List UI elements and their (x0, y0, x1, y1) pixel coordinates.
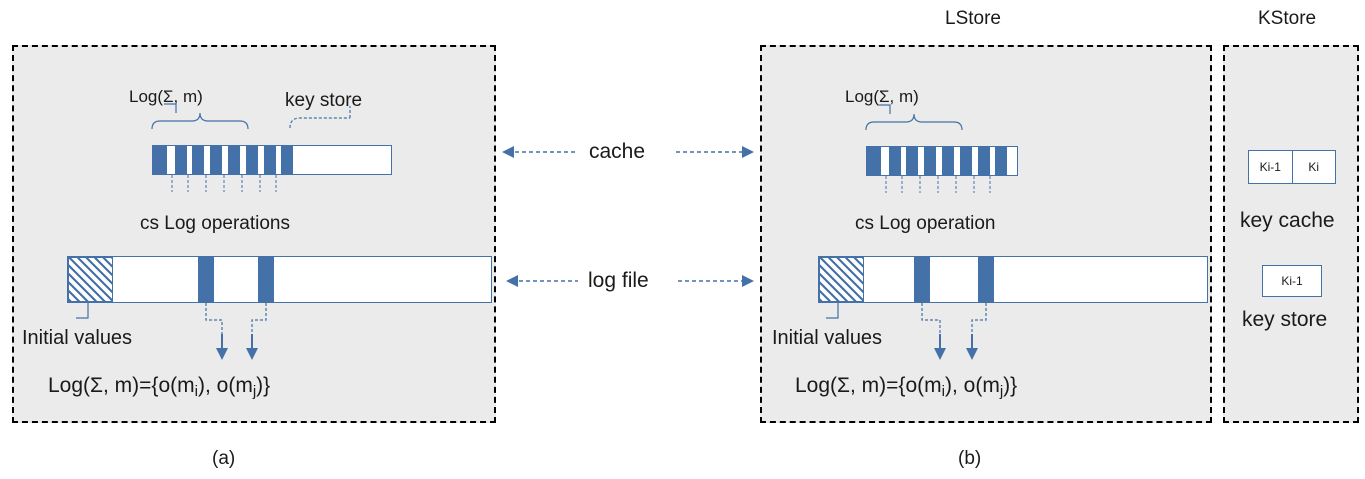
kstore-key-cache-cell-right: Ki (1308, 160, 1320, 174)
panel-b (760, 45, 1212, 423)
panel-b-formula-suffix: )} (1003, 374, 1018, 397)
kstore-key-store-label: key store (1242, 308, 1328, 331)
panel-a-log-op-block (258, 257, 274, 302)
connector-cache-label: cache (589, 140, 646, 163)
panel-a-logfile-bar (67, 256, 492, 303)
panel-b-initial-values-label: Initial values (772, 327, 883, 349)
lstore-title: LStore (945, 8, 1001, 29)
panel-a-cache-block (228, 146, 240, 174)
panel-b-cs-label: cs Log operation (855, 213, 996, 234)
panel-a (12, 45, 496, 423)
panel-b-log-op-block (978, 257, 994, 302)
panel-a-top-braces (151, 103, 351, 192)
panel-b-cache-block (942, 147, 954, 175)
panel-a-log-op-block (198, 257, 214, 302)
panel-b-formula-mid: ), o(m (944, 374, 1000, 397)
panel-b-formula-prefix: Log(Σ, m)={o(m (795, 374, 942, 397)
panel-a-formula-mid: ), o(m (197, 374, 253, 397)
panel-a-cs-label: cs Log operations (140, 213, 290, 234)
panel-a-initial-values-label: Initial values (22, 327, 133, 349)
kstore-key-cache-box: Ki-1 Ki (1248, 150, 1336, 184)
kstore-key-cache-divider (1291, 151, 1293, 183)
panel-b-cache-block (995, 147, 1007, 175)
panel-a-bottom-leaders (76, 303, 267, 360)
panel-b-cache-block (924, 147, 936, 175)
panel-a-log-label: Log(Σ, m) (129, 87, 203, 106)
kstore-panel (1223, 45, 1359, 423)
kstore-key-cache-label: key cache (1240, 209, 1335, 232)
panel-a-cache-block (210, 146, 222, 174)
panel-a-initial-values-block (68, 257, 113, 302)
connector-logfile-label: log file (588, 269, 649, 292)
kstore-key-store-box: Ki-1 (1262, 265, 1322, 297)
panel-b-log-label: Log(Σ, m) (845, 87, 919, 106)
kstore-key-store-cell: Ki-1 (1281, 274, 1303, 288)
panel-b-cache-block (867, 147, 881, 175)
caption-b: (b) (958, 448, 982, 469)
panel-b-cache-block (906, 147, 918, 175)
panel-b-logfile-bar (818, 256, 1208, 303)
panel-b-top-braces (865, 104, 991, 193)
panel-a-formula: Log(Σ, m)={o(mi), o(mj)} (48, 374, 270, 400)
panel-b-formula-sub1: i (941, 382, 945, 400)
panel-a-cache-block (175, 146, 187, 174)
kstore-title: KStore (1258, 8, 1317, 29)
kstore-key-cache-cell-left: Ki-1 (1259, 160, 1281, 174)
panel-a-key-store-label: key store (285, 90, 363, 111)
panel-a-formula-sub2: j (252, 382, 257, 400)
panel-a-cache-block (192, 146, 204, 174)
panel-a-cache-block (264, 146, 276, 174)
panel-b-formula-sub2: j (999, 382, 1004, 400)
panel-b-initial-values-block (819, 257, 864, 302)
panel-b-cache-block (978, 147, 990, 175)
panel-b-log-op-block (914, 257, 930, 302)
panel-a-cache-block (281, 146, 293, 174)
panel-b-cache-block (960, 147, 972, 175)
panel-a-cache-block (246, 146, 258, 174)
panel-a-formula-prefix: Log(Σ, m)={o(m (48, 374, 195, 397)
panel-a-formula-suffix: )} (256, 374, 271, 397)
caption-a: (a) (212, 448, 236, 469)
panel-b-formula: Log(Σ, m)={o(mi), o(mj)} (795, 374, 1017, 400)
panel-a-cache-block (153, 146, 167, 174)
panel-a-formula-sub1: i (194, 382, 198, 400)
panel-b-cache-block (889, 147, 901, 175)
